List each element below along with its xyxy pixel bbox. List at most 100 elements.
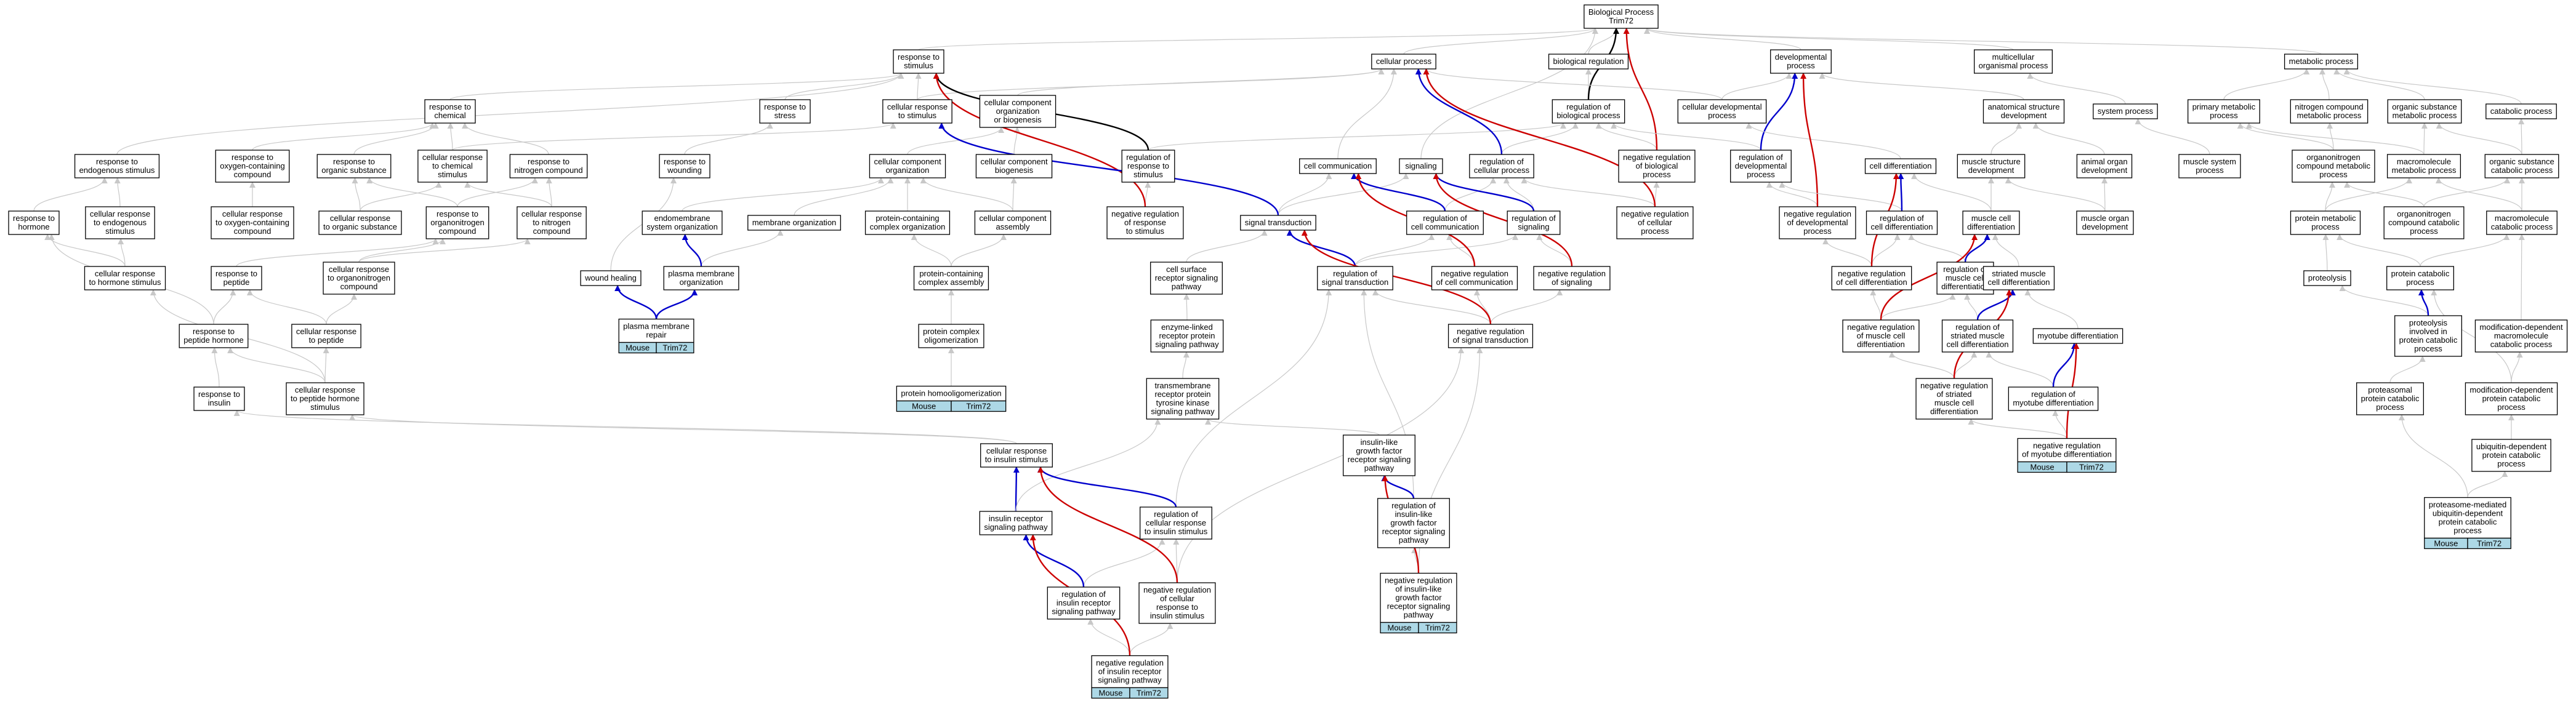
go-term-node[interactable]: cellular process: [1371, 54, 1436, 70]
go-term-node[interactable]: metabolic process: [2284, 54, 2359, 70]
go-term-node[interactable]: wound healing: [580, 270, 642, 286]
go-term-node[interactable]: signal transduction: [1240, 215, 1316, 231]
go-term-node[interactable]: system process: [2093, 103, 2158, 119]
go-term-node[interactable]: modification-dependentmacromoleculecatab…: [2474, 319, 2568, 353]
go-term-node[interactable]: proteolysis: [2303, 270, 2351, 286]
go-term-node[interactable]: myotube differentiation: [2032, 328, 2123, 344]
go-term-node[interactable]: cell differentiation: [1864, 158, 1937, 174]
go-term-node[interactable]: cell communication: [1299, 158, 1377, 174]
go-term-node[interactable]: signaling: [1399, 158, 1443, 174]
go-term-node[interactable]: proteasome-mediatedubiquitin-dependentpr…: [2424, 497, 2511, 550]
go-term-node[interactable]: biological regulation: [1548, 54, 1629, 70]
go-term-node[interactable]: catabolic process: [2485, 103, 2557, 119]
